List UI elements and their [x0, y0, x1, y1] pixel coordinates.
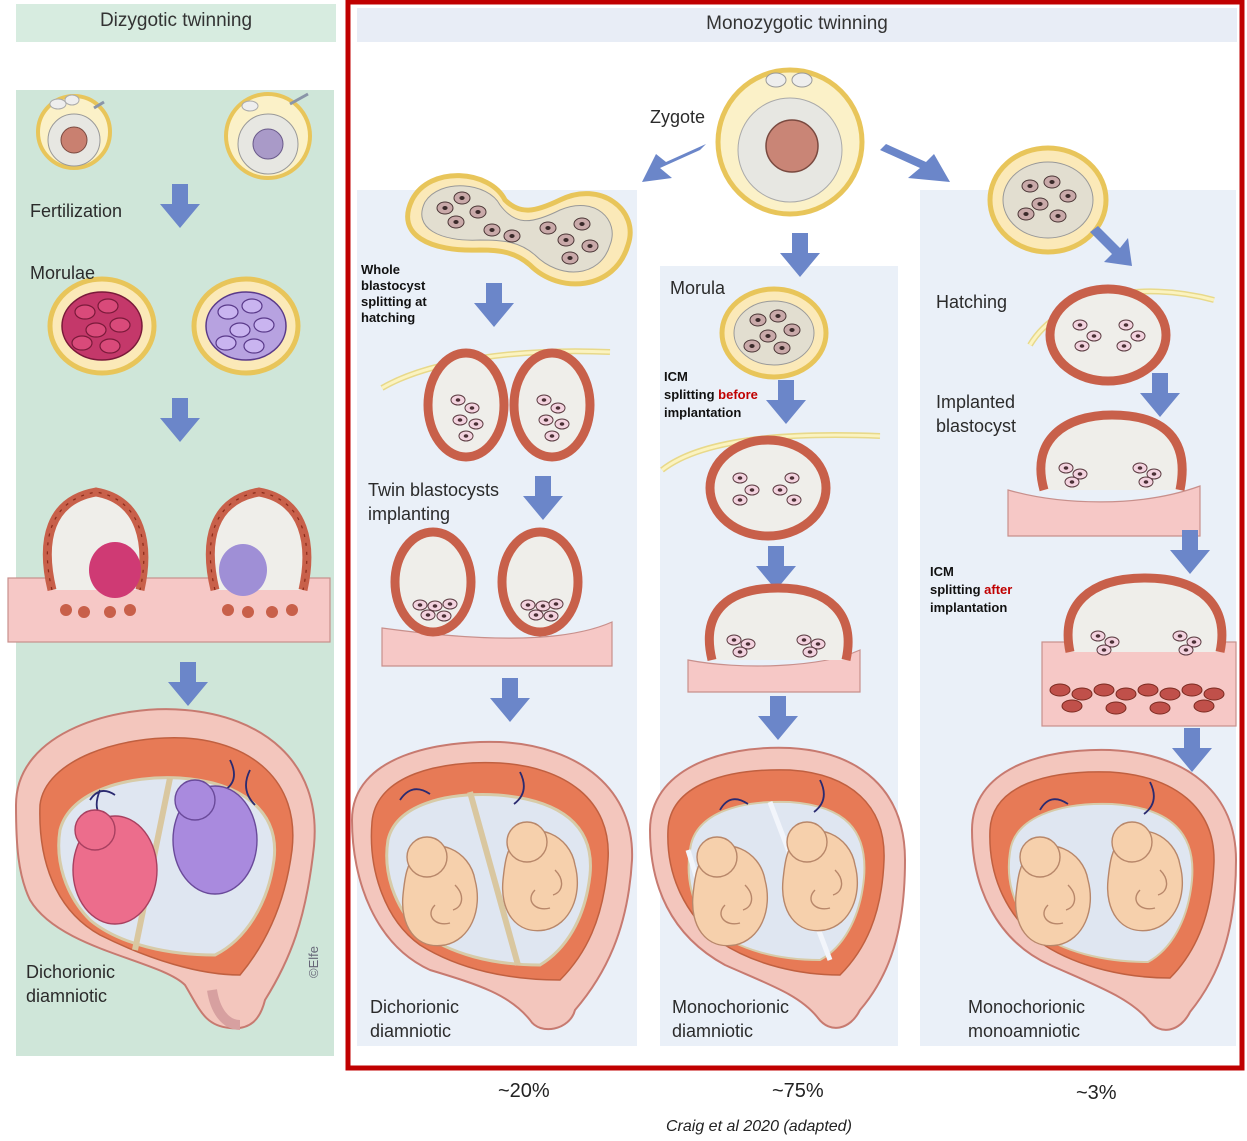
morula: [722, 289, 826, 377]
arrow-left: [642, 144, 706, 182]
zygote-label: Zygote: [650, 105, 705, 129]
arrow-right: [880, 144, 950, 182]
monozygotic-panel: [348, 2, 1242, 1068]
right-outcome-line2: monoamniotic: [968, 1019, 1080, 1043]
left-percentage: ~20%: [498, 1080, 550, 1103]
right-outcome-line1: Monochorionic: [968, 995, 1085, 1019]
hatching-label: Hatching: [936, 290, 1007, 314]
whole-split-note-4: hatching: [361, 310, 415, 326]
icm-before-note-3: implantation: [664, 405, 741, 421]
whole-split-note-2: blastocyst: [361, 278, 425, 294]
twin-blastocysts-label-1: Twin blastocysts: [368, 478, 499, 502]
implanted-label-1: Implanted: [936, 390, 1015, 414]
before-highlight: before: [718, 387, 758, 402]
icm-before-note-2: splitting before: [664, 387, 758, 403]
twin-blastocysts-label-2: implanting: [368, 502, 450, 526]
dizygotic-morula-2: [194, 279, 298, 373]
middle-outcome-line1: Monochorionic: [672, 995, 789, 1019]
morula-label: Morula: [670, 276, 725, 300]
icm-after-note-1: ICM: [930, 564, 954, 580]
dizygotic-zygote-1: [38, 95, 110, 168]
implanted-label-2: blastocyst: [936, 414, 1016, 438]
citation: Craig et al 2020 (adapted): [666, 1118, 852, 1136]
artist-signature: ©Elfe: [302, 946, 326, 978]
icm-after-note-3: implantation: [930, 600, 1007, 616]
dizygotic-zygote-2: [226, 94, 310, 178]
whole-split-note-1: Whole: [361, 262, 400, 278]
dizygotic-morula-1: [50, 279, 154, 373]
monozygotic-header: Monozygotic twinning: [357, 13, 1237, 35]
icm-after-note-2: splitting after: [930, 582, 1012, 598]
dizygotic-panel: [8, 4, 336, 1056]
dizygotic-outcome-line1: Dichorionic: [26, 960, 115, 984]
dizygotic-header: Dizygotic twinning: [16, 10, 336, 32]
fertilization-label: Fertilization: [30, 199, 122, 223]
middle-outcome-line2: diamniotic: [672, 1019, 753, 1043]
icm-before-note-1: ICM: [664, 369, 688, 385]
after-highlight: after: [984, 582, 1012, 597]
middle-percentage: ~75%: [772, 1080, 824, 1103]
right-percentage: ~3%: [1076, 1082, 1117, 1105]
whole-split-note-3: splitting at: [361, 294, 427, 310]
right-morula: [990, 148, 1106, 252]
monozygotic-zygote: [718, 70, 862, 214]
morulae-label: Morulae: [30, 261, 95, 285]
dizygotic-outcome-line2: diamniotic: [26, 984, 107, 1008]
left-outcome-line1: Dichorionic: [370, 995, 459, 1019]
left-outcome-line2: diamniotic: [370, 1019, 451, 1043]
